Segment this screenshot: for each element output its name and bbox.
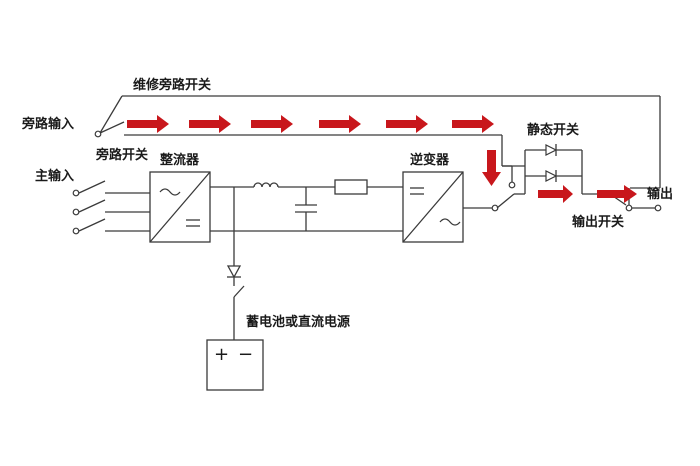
label-main-input: 主输入	[35, 168, 74, 184]
output-terminal	[654, 204, 662, 212]
flow-arrow-icon	[597, 185, 637, 203]
battery-minus-sign: −	[238, 344, 253, 365]
label-static-switch: 静态开关	[527, 122, 579, 138]
battery-box	[206, 339, 264, 391]
main-input-lines	[72, 180, 150, 235]
flow-arrow-icon	[251, 115, 293, 133]
flow-arrow-icon	[386, 115, 428, 133]
rectifier-block	[149, 171, 211, 243]
label-inverter: 逆变器	[410, 152, 450, 168]
static-switch	[502, 144, 610, 195]
dc-bus	[210, 179, 403, 232]
flow-arrow-icon	[319, 115, 361, 133]
flow-arrows	[127, 115, 637, 203]
flow-arrow-icon	[452, 115, 494, 133]
inverter-block	[402, 171, 525, 243]
battery-branch	[206, 231, 264, 391]
flow-arrow-icon	[538, 185, 573, 203]
flow-arrow-icon	[189, 115, 231, 133]
maintenance-bypass-path	[99, 95, 661, 189]
label-output: 输出	[647, 186, 673, 202]
label-output-switch: 输出开关	[572, 214, 624, 230]
diode-icon	[226, 265, 242, 279]
bypass-input-terminal	[94, 130, 102, 138]
label-bypass-switch: 旁路开关	[95, 147, 148, 163]
label-battery-source: 蓄电池或直流电源	[246, 314, 350, 330]
label-bypass-input: 旁路输入	[21, 116, 74, 132]
label-maintenance-bypass-switch: 维修旁路开关	[133, 77, 211, 93]
label-rectifier: 整流器	[159, 152, 200, 168]
battery-plus-sign: +	[214, 344, 229, 365]
resistor	[334, 179, 368, 195]
flow-arrow-down-icon	[482, 150, 501, 186]
flow-arrow-icon	[127, 115, 169, 133]
